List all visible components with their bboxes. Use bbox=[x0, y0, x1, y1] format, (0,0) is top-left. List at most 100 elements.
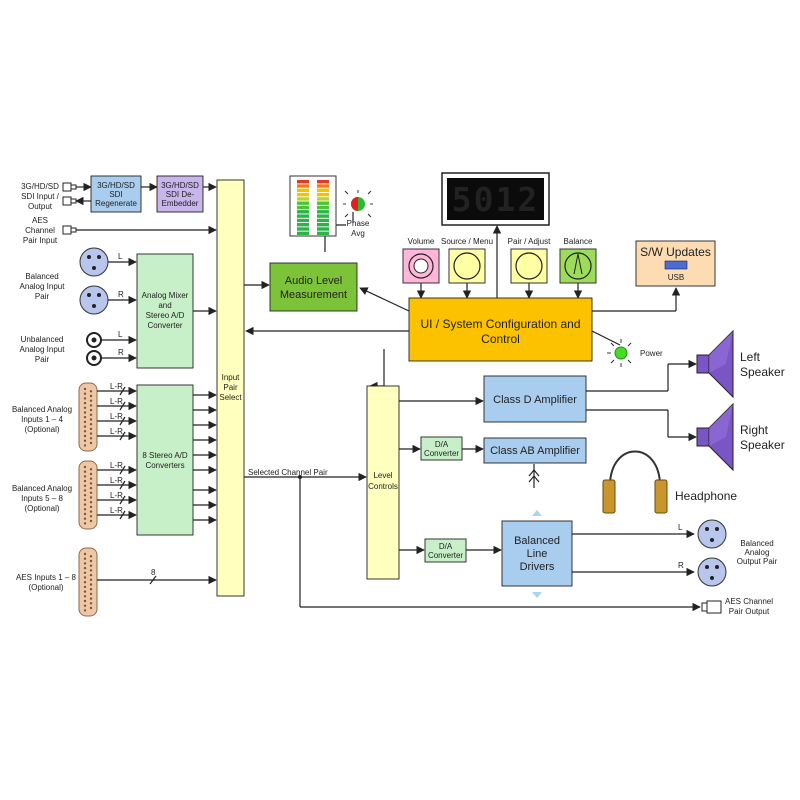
svg-text:Audio Level: Audio Level bbox=[285, 275, 343, 287]
svg-text:Drivers: Drivers bbox=[520, 561, 555, 573]
rca-connector-icon bbox=[86, 350, 102, 366]
lr-channel-label: L-R bbox=[110, 382, 123, 391]
headphone-icon bbox=[602, 450, 668, 514]
main-wiring bbox=[244, 212, 701, 612]
svg-text:Analog: Analog bbox=[745, 548, 770, 557]
lr-labels: L-RL-RL-RL-RL-RL-RL-RL-R bbox=[110, 382, 123, 515]
svg-text:Unbalanced: Unbalanced bbox=[21, 335, 64, 344]
label-balanced-analog-input-pair: Balanced Analog Input Pair bbox=[20, 272, 66, 301]
power-label: Power bbox=[640, 349, 663, 358]
volume-knob[interactable]: Volume bbox=[402, 237, 440, 284]
sdi-de-embedder-block: 3G/HD/SD SDI De- Embedder bbox=[156, 175, 204, 213]
da-converter-block: D/A Converter bbox=[420, 436, 463, 461]
label-balanced-analog-inputs-5-8: Balanced Analog Inputs 5 – 8 (Optional) bbox=[12, 484, 72, 513]
svg-text:S/W Updates: S/W Updates bbox=[640, 245, 711, 259]
svg-text:Analog Input: Analog Input bbox=[20, 345, 66, 354]
input-wiring bbox=[75, 182, 217, 585]
balance-knob[interactable]: Balance bbox=[559, 237, 597, 284]
svg-text:Class AB Amplifier: Class AB Amplifier bbox=[490, 445, 580, 457]
speaker-icon bbox=[696, 329, 734, 399]
label-aes-channel-pair-input: AES Channel Pair Input bbox=[23, 216, 58, 245]
svg-text:(Optional): (Optional) bbox=[24, 504, 59, 513]
svg-text:Converter: Converter bbox=[428, 551, 463, 560]
svg-text:Balanced: Balanced bbox=[514, 535, 560, 547]
phase-avg-label: Phase Avg bbox=[347, 219, 370, 238]
sdi-regenerate-block: 3G/HD/SD SDI Regenerate bbox=[90, 175, 142, 213]
svg-text:SDI: SDI bbox=[109, 190, 122, 199]
svg-text:AES Inputs 1 – 8: AES Inputs 1 – 8 bbox=[16, 573, 77, 582]
svg-text:Select: Select bbox=[219, 393, 242, 402]
svg-text:and: and bbox=[158, 301, 171, 310]
svg-text:Volume: Volume bbox=[408, 237, 435, 246]
display-readout: 5012 bbox=[452, 180, 539, 219]
svg-text:Analog Mixer: Analog Mixer bbox=[142, 291, 189, 300]
svg-text:3G/HD/SD: 3G/HD/SD bbox=[21, 182, 59, 191]
svg-text:L: L bbox=[118, 330, 123, 339]
svg-text:Speaker: Speaker bbox=[740, 365, 785, 379]
class-d-amplifier-block: Class D Amplifier bbox=[483, 375, 587, 423]
svg-text:Regenerate: Regenerate bbox=[95, 199, 137, 208]
svg-text:R: R bbox=[118, 290, 124, 299]
right-speaker-label: Right Speaker bbox=[740, 423, 785, 452]
svg-text:Source / Menu: Source / Menu bbox=[441, 237, 493, 246]
svg-text:Right: Right bbox=[740, 423, 769, 437]
svg-text:Input: Input bbox=[222, 373, 241, 382]
svg-text:Converter: Converter bbox=[424, 449, 459, 458]
label-unbalanced-analog-input-pair: Unbalanced Analog Input Pair bbox=[20, 335, 66, 364]
output-channel-label: L bbox=[678, 523, 683, 532]
channel-labels: L R L R 8 bbox=[118, 252, 156, 577]
svg-text:3G/HD/SD: 3G/HD/SD bbox=[97, 181, 135, 190]
svg-text:Pair / Adjust: Pair / Adjust bbox=[508, 237, 551, 246]
rca-connector-icon bbox=[86, 332, 102, 348]
xlr-output-icon bbox=[697, 557, 727, 587]
svg-text:D/A: D/A bbox=[435, 440, 449, 449]
svg-text:Inputs 5 – 8: Inputs 5 – 8 bbox=[21, 494, 63, 503]
phase-indicator-icon bbox=[343, 190, 373, 218]
power-led-icon bbox=[607, 339, 632, 367]
svg-text:Balance: Balance bbox=[564, 237, 593, 246]
svg-text:Balanced: Balanced bbox=[740, 539, 773, 548]
svg-text:Embedder: Embedder bbox=[162, 199, 199, 208]
svg-text:Balanced: Balanced bbox=[25, 272, 58, 281]
bnc-connector-icon bbox=[62, 196, 77, 206]
lr-channel-label: L-R bbox=[110, 476, 123, 485]
lr-channel-label: L-R bbox=[110, 491, 123, 500]
speaker-icon bbox=[696, 402, 734, 472]
svg-text:Pair: Pair bbox=[35, 355, 50, 364]
db25-connector-icon bbox=[78, 547, 98, 617]
pair-adjust-knob[interactable]: Pair / Adjust bbox=[508, 237, 551, 284]
da-converter-block: D/A Converter bbox=[424, 538, 467, 563]
aes-channel-pair-output-label: AES Channel Pair Output bbox=[725, 597, 773, 616]
svg-text:Stereo A/D: Stereo A/D bbox=[146, 311, 185, 320]
audio-level-measurement-block: Audio Level Measurement bbox=[269, 262, 358, 312]
input-pair-select-block: Input Pair Select bbox=[216, 179, 245, 597]
svg-text:Pair Input: Pair Input bbox=[23, 236, 58, 245]
balanced-analog-output-label: Balanced Analog Output Pair bbox=[737, 539, 778, 566]
svg-text:Converter: Converter bbox=[147, 321, 182, 330]
svg-text:(Optional): (Optional) bbox=[24, 425, 59, 434]
svg-text:UI / System Configuration and: UI / System Configuration and bbox=[420, 317, 580, 331]
bnc-output-icon bbox=[701, 600, 722, 614]
svg-text:SDI De-: SDI De- bbox=[166, 190, 195, 199]
svg-text:Level: Level bbox=[373, 471, 392, 480]
svg-text:Control: Control bbox=[481, 332, 520, 346]
svg-text:Output Pair: Output Pair bbox=[737, 557, 778, 566]
svg-text:Line: Line bbox=[527, 548, 548, 560]
label-sdi-input-output: 3G/HD/SD SDI Input / Output bbox=[21, 182, 60, 211]
headphone-label: Headphone bbox=[675, 489, 737, 503]
level-meter-icon bbox=[289, 175, 337, 237]
lr-channel-label: L-R bbox=[110, 412, 123, 421]
bnc-connector-icon bbox=[62, 182, 77, 192]
xlr-connector-icon bbox=[79, 285, 109, 315]
lr-channel-label: L-R bbox=[110, 506, 123, 515]
left-speaker-label: Left Speaker bbox=[740, 350, 785, 379]
svg-text:Speaker: Speaker bbox=[740, 438, 785, 452]
ui-system-configuration-block: UI / System Configuration and Control bbox=[408, 297, 593, 362]
svg-text:8: 8 bbox=[151, 568, 156, 577]
stereo-ad-converters-block: 8 Stereo A/D Converters bbox=[136, 384, 194, 536]
svg-text:AES: AES bbox=[32, 216, 48, 225]
svg-text:Balanced Analog: Balanced Analog bbox=[12, 484, 72, 493]
lr-channel-label: L-R bbox=[110, 427, 123, 436]
svg-text:Output: Output bbox=[28, 202, 53, 211]
source-menu-knob[interactable]: Source / Menu bbox=[441, 237, 493, 284]
